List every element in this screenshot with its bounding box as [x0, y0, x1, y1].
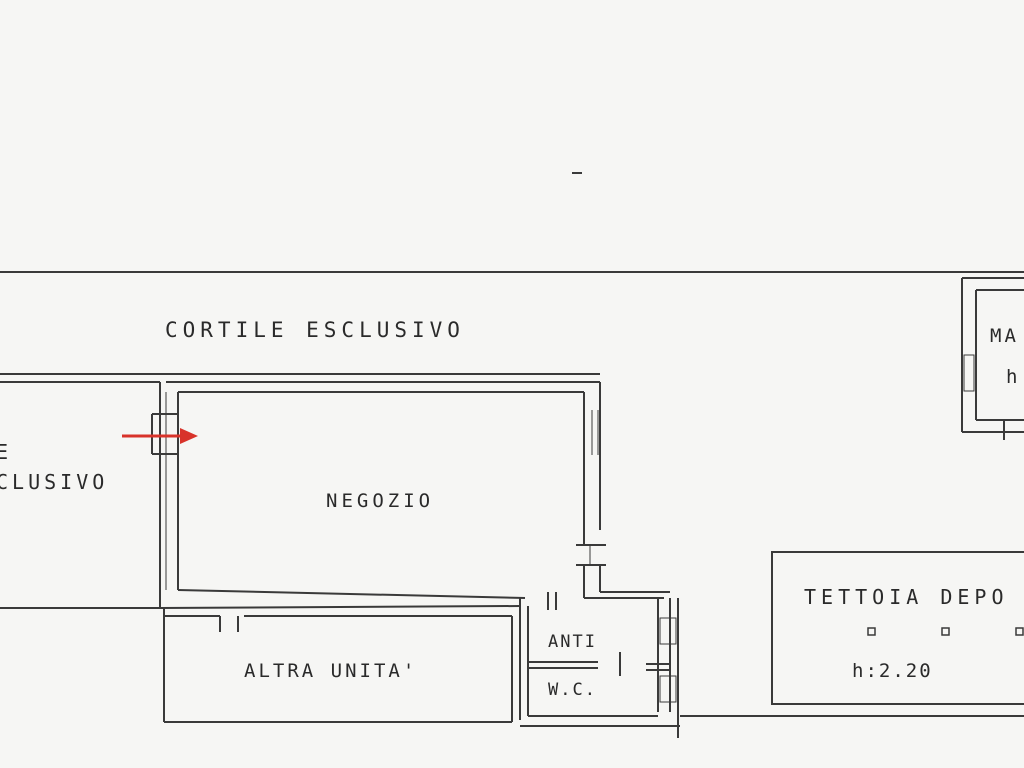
left-courtyard-label-line2: CLUSIVO: [0, 470, 109, 494]
cortile-esclusivo-label: CORTILE ESCLUSIVO: [165, 318, 465, 342]
left-courtyard-label-line1: E: [0, 440, 13, 464]
tettoia-outline: [771, 551, 1024, 705]
tettoia-posts: [867, 627, 1024, 636]
altra-unita-label: ALTRA UNITA': [244, 660, 418, 682]
anti-label: ANTI: [548, 632, 597, 652]
tettoia-height-label: h:2.20: [852, 660, 933, 682]
wc-label: W.C.: [548, 680, 597, 700]
altra-unita-walls: [163, 608, 513, 723]
magazzino-label: MA: [990, 325, 1019, 347]
magazzino-height-label: h: [1006, 366, 1022, 388]
magazzino-walls: [961, 277, 1024, 440]
negozio-walls: [151, 381, 606, 609]
arrow-right-icon: [122, 428, 198, 444]
service-walls: [519, 565, 1024, 738]
tettoia-label: TETTOIA DEPO: [804, 585, 1009, 609]
negozio-label: NEGOZIO: [326, 490, 435, 512]
